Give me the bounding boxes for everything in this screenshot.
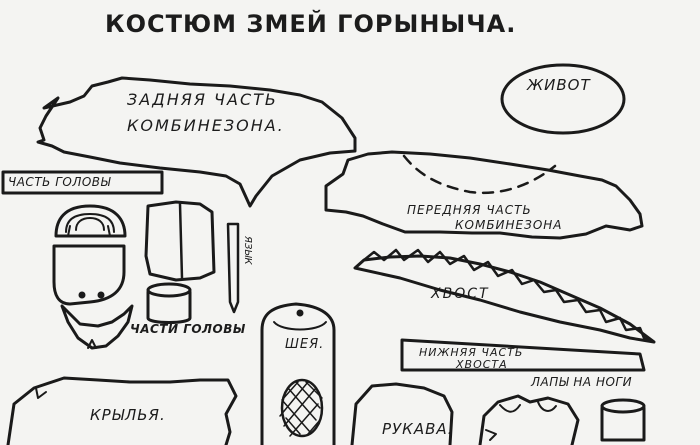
head-part-label: ЧАСТЬ ГОЛОВЫ bbox=[8, 175, 111, 189]
belly-piece bbox=[500, 63, 626, 135]
eye-piece bbox=[54, 204, 127, 238]
tail-label: ХВОСТ bbox=[431, 286, 490, 302]
nostril-right bbox=[97, 291, 105, 299]
leg-cuff-piece bbox=[600, 406, 646, 442]
back-part-label-1: ЗАДНЯЯ ЧАСТЬ bbox=[127, 90, 278, 109]
legs-label: ЛАПЫ НА НОГИ bbox=[531, 375, 633, 389]
jaw-piece bbox=[60, 304, 134, 350]
neck-piece bbox=[260, 302, 336, 445]
neck-mesh-oval bbox=[280, 378, 324, 438]
back-part-piece bbox=[36, 76, 357, 208]
wings-piece bbox=[6, 376, 238, 445]
sleeves-piece bbox=[350, 382, 454, 445]
front-part-piece bbox=[324, 150, 644, 240]
small-cylinder bbox=[146, 290, 192, 324]
nostril-left bbox=[78, 291, 86, 299]
page-title: КОСТЮМ ЗМЕЙ ГОРЫНЫЧА. bbox=[105, 10, 517, 38]
head-main-piece bbox=[52, 244, 126, 306]
tail-bottom-piece bbox=[400, 338, 646, 372]
front-part-label-1: ПЕРЕДНЯЯ ЧАСТЬ bbox=[407, 203, 532, 217]
front-part-label-2: КОМБИНЕЗОНА bbox=[455, 218, 563, 232]
tail-spikes bbox=[362, 248, 656, 344]
neck-label: ШЕЯ. bbox=[285, 337, 325, 352]
wings-label: КРЫЛЬЯ. bbox=[90, 406, 166, 424]
tail-bottom-label-1: НИЖНЯЯ ЧАСТЬ bbox=[419, 346, 524, 359]
head-strip-piece bbox=[1, 170, 164, 195]
back-part-label-2: КОМБИНЕЗОНА. bbox=[127, 116, 285, 135]
eye-arc-inner-2 bbox=[75, 217, 105, 231]
head-parts-label: ЧАСТИ ГОЛОВЫ bbox=[130, 322, 246, 336]
belly-label: ЖИВОТ bbox=[527, 76, 591, 94]
front-dashed-line bbox=[402, 154, 557, 195]
tail-piece bbox=[353, 254, 656, 344]
eye-arc-inner-1 bbox=[65, 213, 115, 233]
leg-piece bbox=[478, 394, 580, 445]
sleeves-label: РУКАВА. bbox=[382, 420, 454, 438]
tongue-piece bbox=[226, 222, 240, 314]
tail-bottom-label-2: ХВОСТА bbox=[456, 358, 508, 371]
head-side-panels bbox=[144, 200, 216, 282]
tongue-label: ЯЗЫК bbox=[242, 236, 253, 265]
